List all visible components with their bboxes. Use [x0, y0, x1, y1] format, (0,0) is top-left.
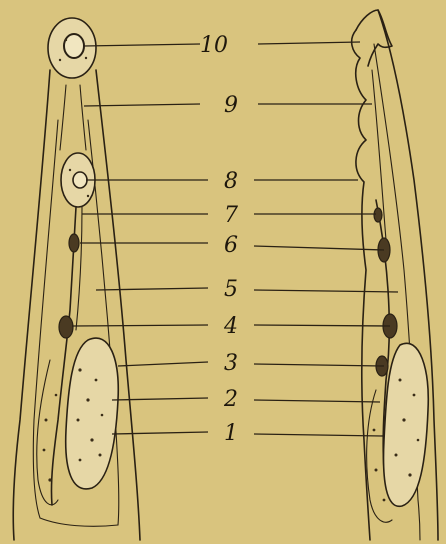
leader-5-right [254, 290, 398, 292]
right-specimen [352, 10, 438, 540]
label-7: 7 [224, 203, 238, 228]
leader-10-left [84, 44, 200, 46]
left-specimen [13, 18, 140, 540]
right-node-7 [374, 208, 382, 222]
right-granular-body [384, 343, 429, 506]
leader-4-right [254, 325, 390, 326]
left-outer-wall [13, 70, 50, 540]
leader-10-right [258, 42, 360, 44]
leader-5-left [96, 288, 208, 290]
left-granular-body [66, 338, 119, 489]
leader-1-right [254, 434, 384, 436]
left-top-nucleus [64, 34, 84, 58]
label-9: 9 [224, 93, 238, 118]
left-node-6 [69, 234, 79, 252]
leader-3-right [254, 364, 384, 366]
label-5: 5 [224, 277, 238, 302]
leader-2-left [112, 398, 208, 400]
label-4: 4 [223, 314, 238, 339]
left-node-4 [59, 316, 73, 338]
label-10: 10 [200, 33, 228, 58]
left-sac-bottom [40, 518, 118, 526]
leader-2-right [254, 400, 380, 402]
left-lower-mass [37, 360, 58, 505]
leader-9-left [84, 104, 200, 106]
label-3: 3 [224, 351, 238, 376]
label-1: 1 [224, 421, 238, 446]
label-6: 6 [224, 233, 238, 258]
figure-labels: 10 9 8 7 6 5 4 3 2 1 [200, 33, 238, 446]
label-8: 8 [224, 169, 238, 194]
leader-4-left [72, 325, 208, 326]
leader-1-left [112, 432, 208, 434]
label-2: 2 [223, 387, 238, 412]
leader-3-left [118, 362, 208, 366]
leader-6-right [254, 246, 384, 250]
